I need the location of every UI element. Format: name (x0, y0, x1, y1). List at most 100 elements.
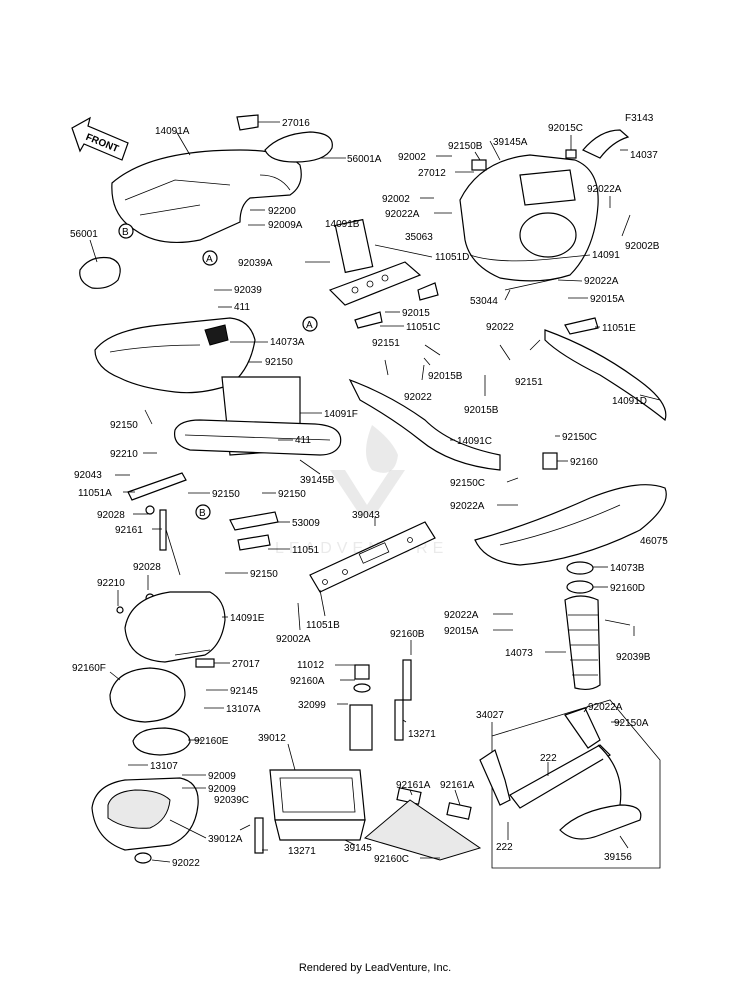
part-label: 32099 (298, 700, 326, 711)
part-label: 13107A (226, 704, 261, 715)
part-label: 92002A (276, 634, 311, 645)
part-label: 92015C (548, 123, 583, 134)
part-label: 92210 (110, 449, 138, 460)
part-label: 92028 (97, 510, 125, 521)
part-label: 92002B (625, 241, 660, 252)
part-label: 92022A (588, 702, 623, 713)
part-label: 92015B (464, 405, 499, 416)
part-label: 92028 (133, 562, 161, 573)
part-label: 92160 (570, 457, 598, 468)
part-label: 11051E (602, 323, 636, 334)
part-label: 14091B (325, 219, 360, 230)
part-label: 92022 (404, 392, 432, 403)
footer-credit: Rendered by LeadVenture, Inc. (298, 962, 452, 974)
part-label: 39043 (352, 510, 380, 521)
part-label: 92210 (97, 578, 125, 589)
part-label: 92160D (610, 583, 645, 594)
part-label: 35063 (405, 232, 433, 243)
part-label: 11051C (406, 322, 440, 333)
callout-a-lower: A (302, 316, 318, 332)
part-label: 92039C (214, 795, 249, 806)
part-label: 14091E (230, 613, 265, 624)
part-label: 27017 (232, 659, 260, 670)
part-label: 11051 (292, 545, 320, 556)
part-label: 92009 (208, 784, 236, 795)
part-label: 222 (496, 842, 513, 853)
part-label: 92160E (194, 736, 229, 747)
part-label: 92022 (172, 858, 200, 869)
callout-a-upper-label: A (206, 254, 213, 265)
part-label: 11051D (435, 252, 469, 263)
part-label: 92022A (584, 276, 619, 287)
part-label: 39012 (258, 733, 286, 744)
part-label: 11051A (78, 488, 112, 499)
plate-39043-drawing (309, 521, 436, 593)
part-label: 92200 (268, 206, 296, 217)
callout-b-upper: B (118, 223, 134, 239)
handle-39156-drawing (479, 699, 661, 869)
part-label: 39145B (300, 475, 335, 486)
box-39012-drawing (254, 659, 482, 861)
part-label: 92015A (590, 294, 625, 305)
rail-14091d-drawing (544, 317, 667, 422)
part-label: 92015 (402, 308, 430, 319)
part-label: 92150 (278, 489, 306, 500)
part-label: 92161 (115, 525, 143, 536)
diagram-code: F3143 (625, 113, 654, 124)
leader-lines (89, 121, 666, 863)
part-label: 39145A (493, 137, 528, 148)
part-label: 92150 (212, 489, 240, 500)
part-label: 92039A (238, 258, 273, 269)
container-39012a-drawing (91, 777, 199, 864)
lid-14091e-drawing (109, 591, 226, 756)
part-label: 56001 (70, 229, 98, 240)
cover-14073a-drawing (94, 317, 342, 456)
hose-14073-drawing (564, 561, 631, 691)
part-label: 27016 (282, 118, 310, 129)
part-label: 92161A (396, 780, 431, 791)
part-labels: 14091A 27016 56001A 92200 92009A 56001 1… (70, 118, 668, 869)
part-label: 39156 (604, 852, 632, 863)
part-label: 92151 (372, 338, 400, 349)
part-label: 56001A (347, 154, 382, 165)
panel-14091c-drawing (348, 378, 501, 471)
part-label: 222 (540, 753, 557, 764)
front-arrow-icon: FRONT (71, 116, 129, 161)
part-label: 53044 (470, 296, 498, 307)
part-label: 92002 (398, 152, 426, 163)
part-label: 92009A (268, 220, 303, 231)
part-label: 14037 (630, 150, 658, 161)
hood-14091a-drawing (79, 114, 333, 289)
bracket-35063-drawing (328, 218, 439, 329)
part-label: 92161A (440, 780, 475, 791)
cover-39145a-drawing (459, 129, 630, 291)
callout-b-lower: B (195, 504, 211, 520)
part-label: 92150 (250, 569, 278, 580)
stay-drawing (116, 472, 279, 614)
part-label: 92150C (450, 478, 485, 489)
part-label: 92150C (562, 432, 597, 443)
part-label: 92160B (390, 629, 425, 640)
part-label: 53009 (292, 518, 320, 529)
part-label: 13107 (150, 761, 178, 772)
part-label: 14091 (592, 250, 620, 261)
part-label: 92039B (616, 652, 651, 663)
part-label: 92160F (72, 663, 106, 674)
part-label: 46075 (640, 536, 668, 547)
part-label: 14091C (457, 436, 492, 447)
part-label: 411 (295, 435, 311, 446)
part-label: 11051B (306, 620, 340, 631)
part-label: 92151 (515, 377, 543, 388)
part-label: 34027 (476, 710, 504, 721)
part-label: 13271 (288, 846, 316, 857)
part-label: 39145 (344, 843, 372, 854)
part-label: 92043 (74, 470, 102, 481)
part-label: 14091F (324, 409, 358, 420)
part-label: 92160A (290, 676, 325, 687)
part-label: 92022 (486, 322, 514, 333)
part-label: 11012 (297, 660, 325, 671)
part-label: 13271 (408, 729, 436, 740)
callout-b-lower-label: B (199, 508, 206, 519)
part-label: 92022A (450, 501, 485, 512)
